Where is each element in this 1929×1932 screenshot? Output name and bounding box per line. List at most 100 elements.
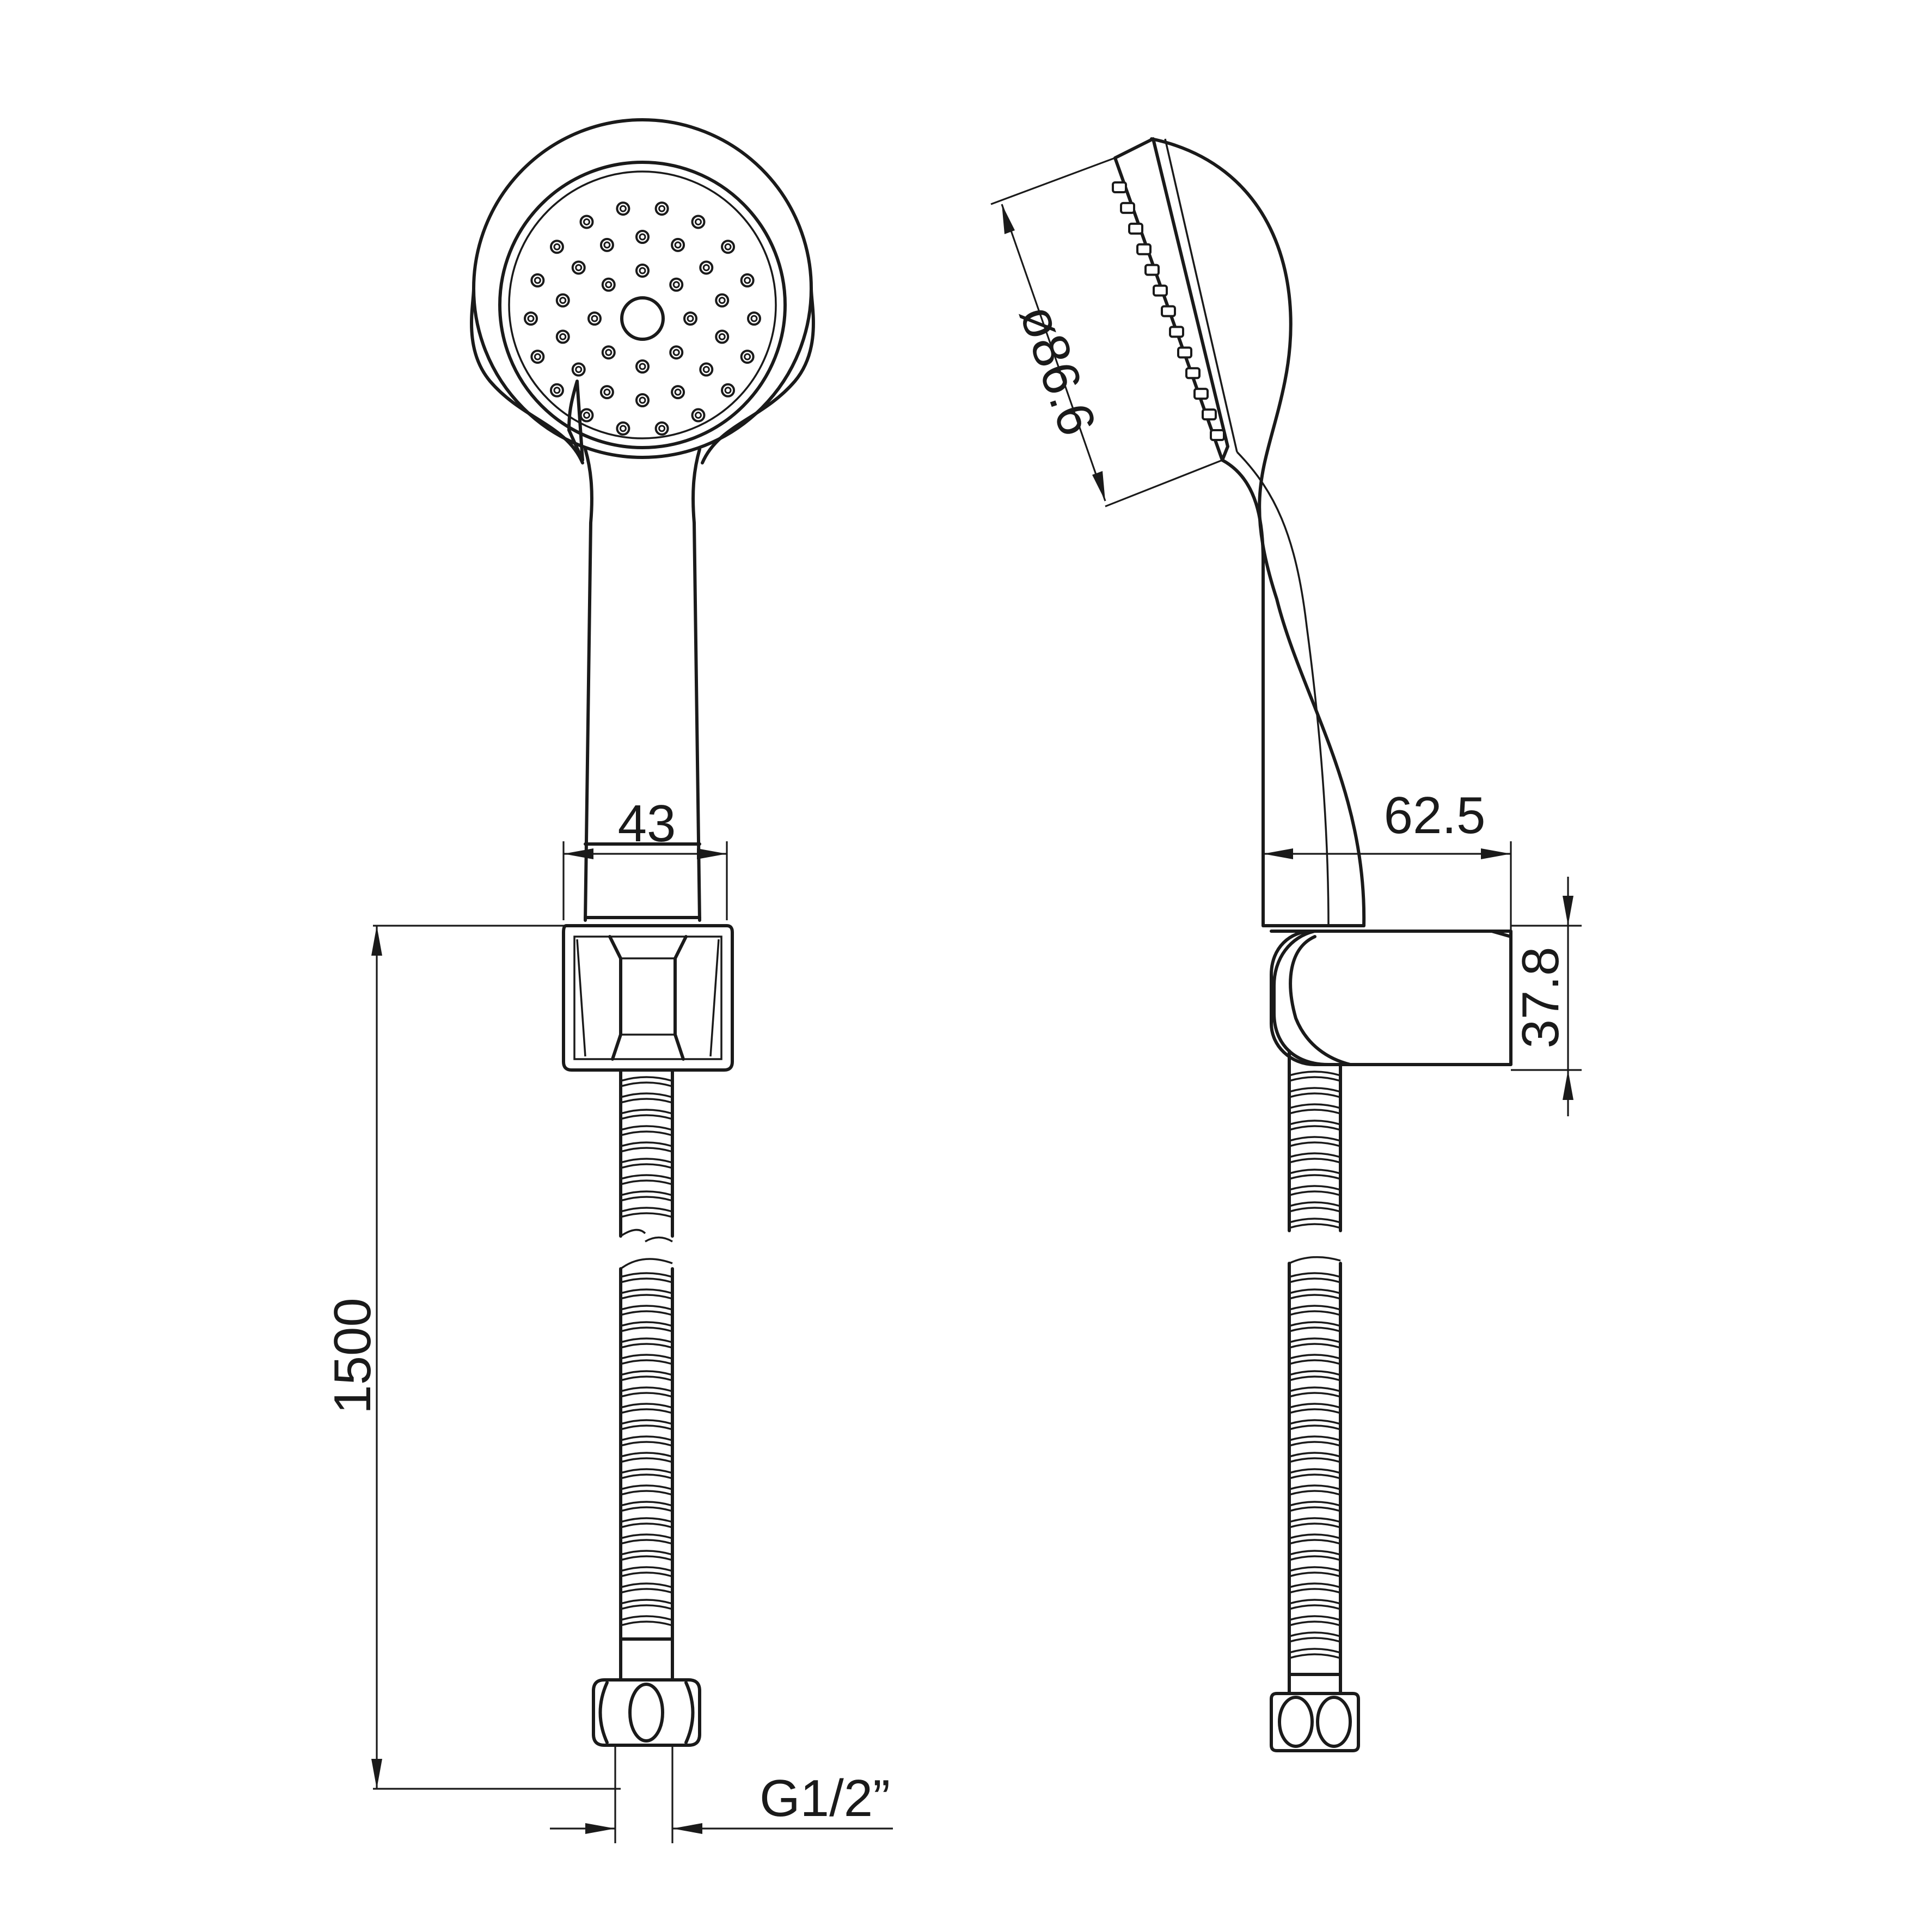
nozzle-icon (740, 273, 755, 288)
nozzle-icon (635, 264, 650, 278)
side-nozzle-icon (1136, 243, 1152, 255)
nozzle-icon (744, 353, 751, 360)
side-nozzle-row (1112, 181, 1225, 441)
nozzle-icon (587, 311, 602, 326)
hose-coil (1289, 1207, 1341, 1213)
hose-coil (1289, 1223, 1341, 1229)
center-nozzle-icon (620, 296, 665, 341)
dim-side-depth-label: 62.5 (1384, 786, 1486, 845)
dim-hose-length (371, 925, 621, 1790)
hose-coil (620, 1501, 673, 1507)
nozzle-icon (654, 421, 669, 436)
nozzle-icon (591, 315, 598, 322)
hose-coil (620, 1386, 673, 1392)
nozzle-icon (619, 425, 627, 432)
hose-coil (1289, 1310, 1341, 1316)
hose-coil (1289, 1190, 1341, 1196)
hose-coil (620, 1452, 673, 1458)
hose-coil (1289, 1326, 1341, 1332)
hose-coil (620, 1403, 673, 1409)
nozzle-icon (603, 241, 611, 249)
hose-coil (1289, 1506, 1341, 1512)
nozzle-icon (658, 425, 666, 432)
hose-coil (1289, 1218, 1341, 1224)
nozzle-icon (721, 240, 736, 254)
hose-coil (1289, 1457, 1341, 1463)
hose-coil (620, 1174, 673, 1180)
nozzle-icon (669, 277, 684, 292)
hose-coil (620, 1321, 673, 1327)
nozzle-icon (583, 218, 590, 225)
side-nozzle-icon (1128, 222, 1143, 235)
hose-coil (1289, 1550, 1341, 1556)
hose-coil (1289, 1484, 1341, 1490)
dim-hose-length-label: 1500 (323, 1298, 382, 1414)
nozzle-icon (559, 297, 567, 304)
front-bracket (562, 924, 734, 1072)
front-head-face (498, 161, 787, 449)
hose-coil (620, 1566, 673, 1572)
nozzle-icon (674, 388, 682, 396)
hose-coil (620, 1484, 673, 1490)
front-view: 43 1500 G1/2” (323, 118, 893, 1843)
side-handle-inner (1236, 451, 1330, 926)
nozzle-icon (699, 362, 714, 377)
nozzle-icon (658, 205, 666, 212)
hose-coil (1289, 1517, 1341, 1523)
hose-coil (620, 1490, 673, 1496)
nozzle-icon (702, 366, 710, 374)
nozzle-icon (718, 333, 726, 340)
nozzle-icon (555, 293, 570, 308)
nozzle-icon (605, 349, 613, 356)
hose-coil (620, 1550, 673, 1556)
nozzle-icon (635, 393, 650, 407)
nozzle-icon (530, 350, 545, 364)
nozzle-icon (691, 408, 706, 423)
hose-coil (620, 1114, 673, 1120)
nozzle-icon (571, 260, 586, 275)
nozzle-icon (715, 329, 730, 344)
hose-coil (1289, 1501, 1341, 1507)
hose-coil (1289, 1631, 1341, 1637)
hose-coil (620, 1305, 673, 1311)
hose-coil (620, 1582, 673, 1588)
side-hose (1288, 1049, 1342, 1676)
hose-coil (620, 1572, 673, 1578)
dim-bracket-height-label: 37.8 (1511, 947, 1570, 1049)
side-nozzle-icon (1161, 305, 1176, 317)
hose-coil (1289, 1158, 1341, 1164)
hose-coil (1289, 1321, 1341, 1327)
nozzle-icon (579, 408, 594, 423)
side-nozzle-icon (1210, 429, 1225, 441)
hose-coil (620, 1310, 673, 1316)
dim-handle-width (562, 841, 728, 920)
hose-coil (1289, 1125, 1341, 1131)
hose-coil (1289, 1076, 1341, 1082)
hose-coil (620, 1555, 673, 1561)
nozzle-icon (724, 387, 732, 394)
dim-connector-thread (550, 1745, 893, 1843)
nozzle-icon (619, 205, 627, 212)
hose-coil (620, 1277, 673, 1283)
nozzle-icon (553, 387, 561, 394)
nozzle-icon (575, 264, 583, 271)
hose-coil (1289, 1468, 1341, 1474)
hose-coil (620, 1163, 673, 1169)
hose-coil (620, 1092, 673, 1098)
hose-coil (1289, 1169, 1341, 1175)
side-handle-front (1221, 458, 1265, 927)
side-connector-nut (1270, 1673, 1360, 1752)
side-nozzle-icon (1202, 408, 1217, 421)
hose-coil (1289, 1424, 1341, 1430)
hose-coil (1289, 1071, 1341, 1077)
nozzle-icon (695, 412, 702, 419)
hose-coil (1289, 1277, 1341, 1283)
nozzle-icon (691, 215, 706, 229)
hose-coil (1289, 1523, 1341, 1529)
hose-coil (620, 1326, 673, 1332)
nozzle-icon (671, 237, 685, 252)
nozzle-icon (527, 315, 535, 322)
nozzle-icon (635, 230, 650, 244)
hose-coil (1289, 1141, 1341, 1147)
